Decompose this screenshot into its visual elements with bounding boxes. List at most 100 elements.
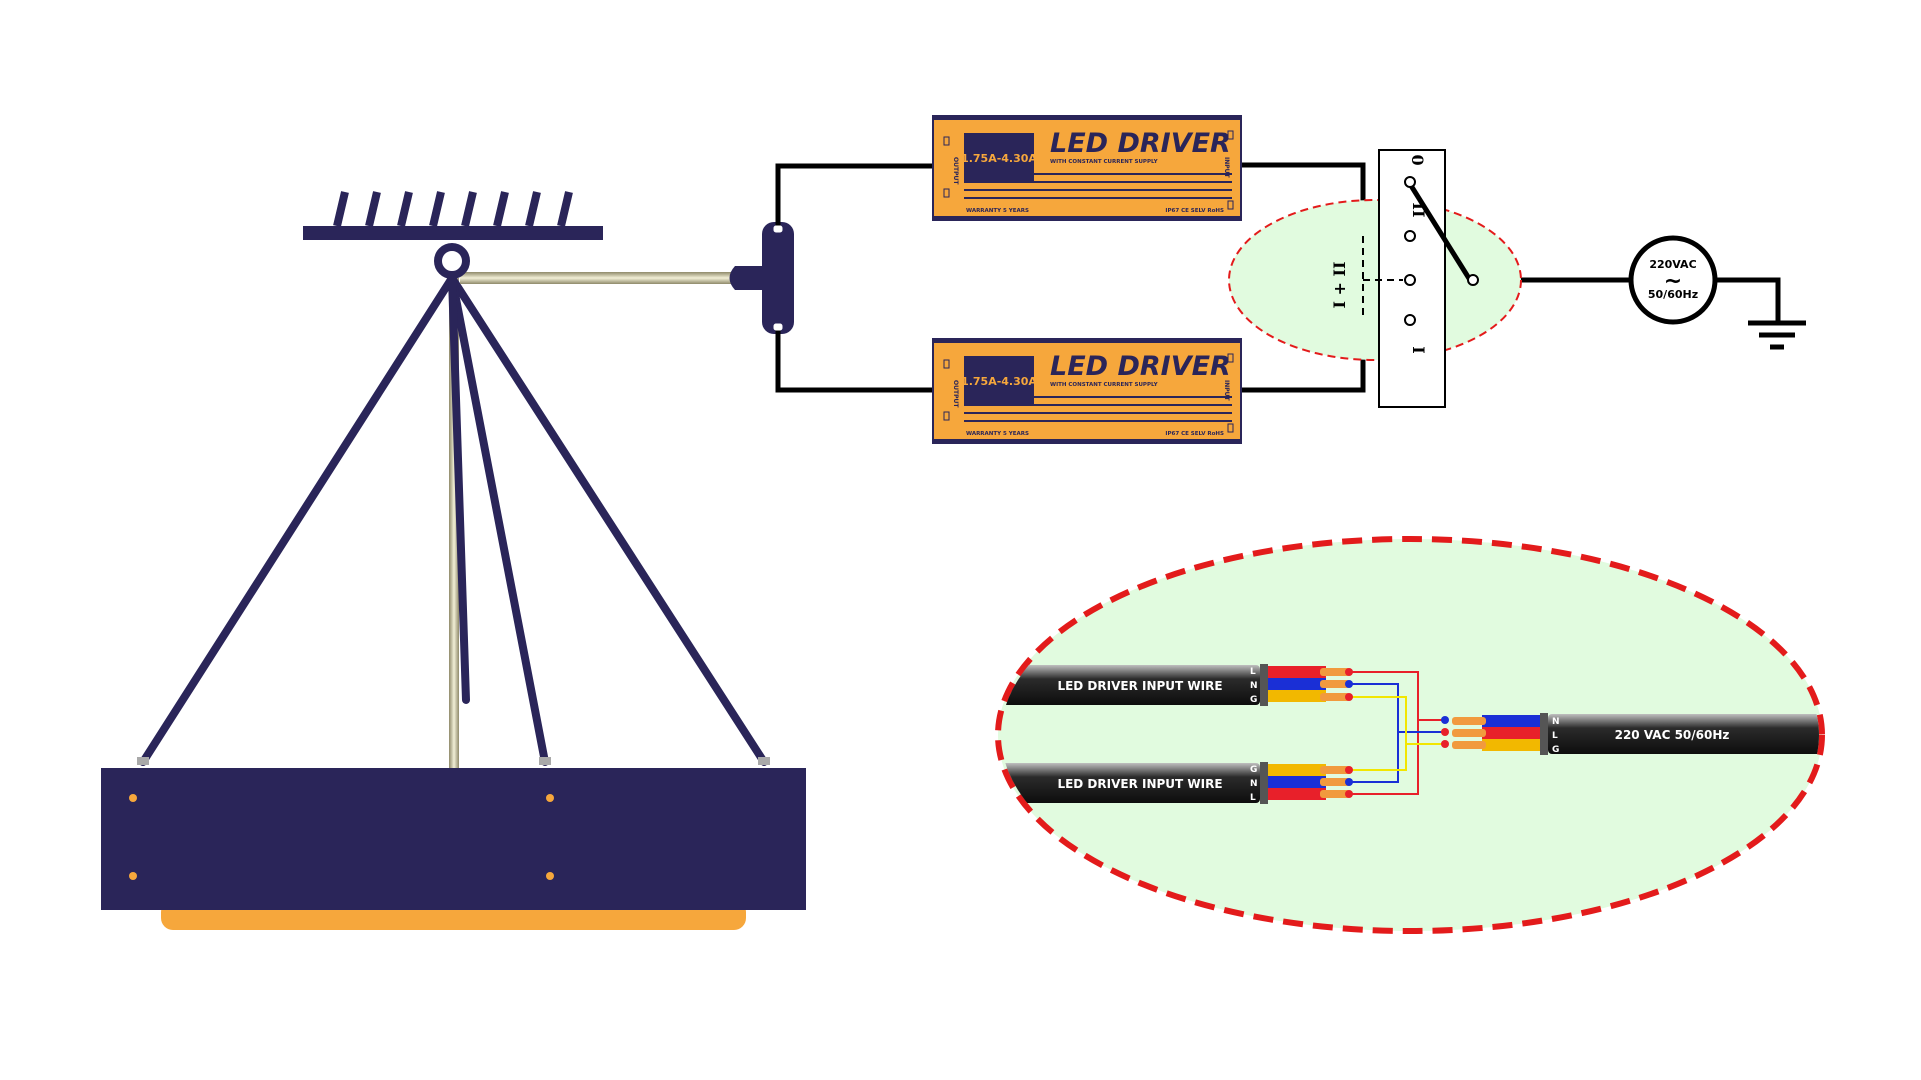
- driver-subtitle: WITH CONSTANT CURRENT SUPPLY: [1050, 159, 1159, 165]
- pin-label: N: [1250, 779, 1258, 789]
- ac-source-voltage: 220VAC: [1649, 258, 1696, 271]
- wire-clip: [758, 757, 770, 765]
- wire-clip: [539, 757, 551, 765]
- switch-contact: [1404, 314, 1416, 326]
- driver-subtitle: WITH CONSTANT CURRENT SUPPLY: [1050, 382, 1159, 388]
- switch-contact: [1404, 176, 1416, 188]
- copper-strands: [1452, 741, 1486, 749]
- copper-strands: [1320, 693, 1350, 701]
- lamp-body: [101, 768, 806, 910]
- switch-position-label: I: [1409, 346, 1428, 353]
- driver-stripe: [964, 404, 1232, 406]
- driver-certifications: IP67 CE SELV RoHS: [1165, 431, 1224, 437]
- switch-position-label: 0: [1408, 154, 1427, 165]
- copper-strands: [1320, 680, 1350, 688]
- switch-position-label: II: [1409, 203, 1428, 218]
- hanger-wire: [448, 274, 768, 766]
- cable-top-label: LED DRIVER INPUT WIRE: [1057, 679, 1222, 693]
- power-cord-vertical: [449, 278, 459, 770]
- driver-stripe: [964, 197, 1232, 199]
- cable-sleeve: [1260, 664, 1268, 706]
- copper-strands: [1320, 778, 1350, 786]
- driver-input-label: INPUT: [1223, 380, 1230, 402]
- driver-stripe: [964, 420, 1232, 422]
- ac-power-source: 220VAC ~ 50/60Hz: [1628, 235, 1718, 325]
- cable-bottom: [1001, 762, 1350, 804]
- pin-label: L: [1250, 667, 1256, 677]
- wire-core-red: [1268, 666, 1326, 678]
- wire-clip: [137, 757, 149, 765]
- wiring-detail: LED DRIVER INPUT WIRE LED DRIVER INPUT W…: [995, 536, 1825, 934]
- switch-pivot: [1467, 274, 1479, 286]
- hanger-wire: [139, 274, 456, 766]
- driver-terminal-mark: [1227, 423, 1234, 433]
- cord-splitter: [729, 266, 762, 290]
- wire-core-red: [1482, 727, 1540, 739]
- wiring-detail-zone: [995, 536, 1825, 934]
- wire-core-blue: [1482, 715, 1540, 727]
- hanging-hook-ring: [434, 243, 470, 279]
- cable-top: [1001, 664, 1350, 706]
- pin-label: G: [1250, 765, 1257, 775]
- ac-source-circle: [1628, 235, 1718, 325]
- pin-label: N: [1250, 681, 1258, 691]
- driver-input-label: INPUT: [1223, 157, 1230, 179]
- driver-stripe: [964, 412, 1232, 414]
- wire-core-yellow: [1482, 739, 1540, 751]
- wire-core-blue: [1268, 776, 1326, 788]
- wire-core-yellow: [1268, 764, 1326, 776]
- driver-title: LED DRIVER: [1050, 128, 1231, 159]
- driver-terminal-mark: [943, 136, 950, 146]
- driver-title: LED DRIVER: [1050, 351, 1231, 382]
- cable-sleeve: [1540, 713, 1548, 755]
- power-cord-horizontal: [460, 272, 735, 284]
- switch-contact: [1404, 230, 1416, 242]
- hanger-wire: [448, 274, 549, 766]
- ceiling-hatch: [333, 191, 573, 227]
- lamp-screw: [546, 872, 554, 880]
- pin-label: L: [1250, 793, 1256, 803]
- switch-lever: [1407, 182, 1473, 282]
- driver-output-label: OUTPUT: [952, 380, 959, 408]
- copper-strands: [1320, 668, 1350, 676]
- driver-stripe: [964, 181, 1232, 183]
- pin-label: N: [1552, 717, 1560, 727]
- selector-switch: 0 II I I + II: [1228, 149, 1522, 408]
- cable-jacket: [1001, 763, 1260, 803]
- driver-stripe: [964, 189, 1232, 191]
- lamp-screw: [129, 794, 137, 802]
- ac-source-symbol: ~: [1664, 269, 1682, 294]
- driver-warranty: WARRANTY 5 YEARS: [966, 431, 1029, 437]
- lamp-screw: [129, 872, 137, 880]
- cable-bottom-label: LED DRIVER INPUT WIRE: [1057, 777, 1222, 791]
- driver-warranty: WARRANTY 5 YEARS: [966, 208, 1029, 214]
- copper-strands: [1452, 717, 1486, 725]
- copper-strands: [1320, 790, 1350, 798]
- cable-sleeve: [1260, 762, 1268, 804]
- driver-stripe: [964, 396, 1232, 398]
- pin-label: G: [1552, 745, 1559, 755]
- driver-terminal-mark: [1227, 200, 1234, 210]
- cord-splitter: [762, 222, 794, 334]
- driver-output-label: OUTPUT: [952, 157, 959, 185]
- copper-strands: [1320, 766, 1350, 774]
- ceiling-bar: [303, 226, 603, 240]
- copper-strands: [1452, 729, 1486, 737]
- driver-terminal-mark: [943, 188, 950, 198]
- cable-jacket: [1548, 714, 1819, 754]
- driver-certifications: IP67 CE SELV RoHS: [1165, 208, 1224, 214]
- wire-core-yellow: [1268, 690, 1326, 702]
- cable-mains: [1452, 713, 1819, 755]
- bridge-wires: [1349, 671, 1445, 795]
- ac-source-frequency: 50/60Hz: [1648, 288, 1698, 301]
- pin-label: G: [1250, 695, 1257, 705]
- driver-current-rating: 1.75A-4.30A: [961, 152, 1037, 165]
- cable-mains-label: 220 VAC 50/60Hz: [1615, 728, 1730, 742]
- pin-label: L: [1552, 731, 1558, 741]
- driver-terminal-mark: [943, 411, 950, 421]
- driver-current-rating: 1.75A-4.30A: [961, 375, 1037, 388]
- grow-light-fixture: [101, 191, 806, 930]
- wire-core-blue: [1268, 678, 1326, 690]
